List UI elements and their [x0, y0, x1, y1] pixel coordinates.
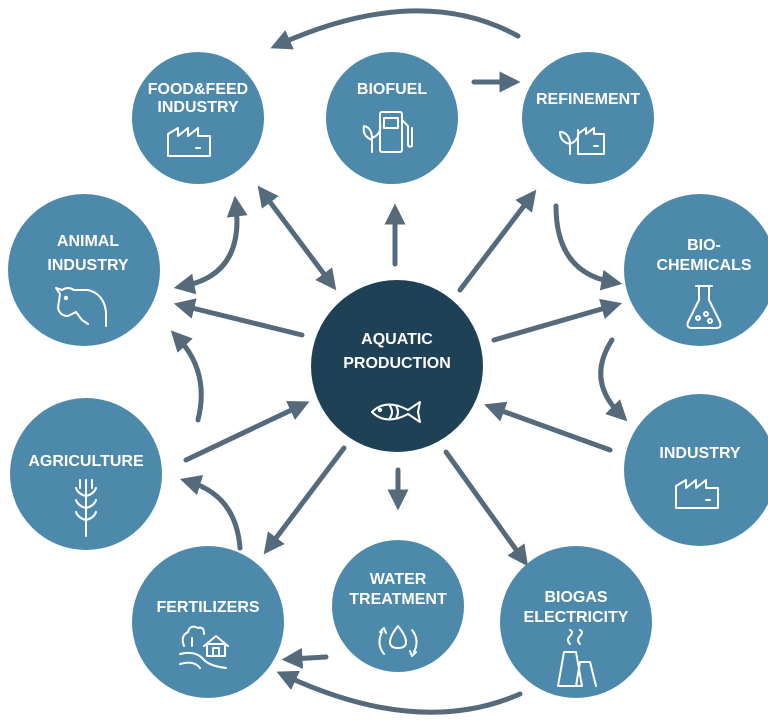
node-circle	[624, 394, 768, 546]
node-circle	[500, 546, 652, 698]
node-circle	[624, 194, 768, 346]
plant-factory-icon	[559, 127, 605, 155]
arrow-water-to-fertilizers	[281, 647, 329, 669]
node-label-line: REFINEMENT	[536, 91, 640, 108]
node-food-feed-industry: FOOD&FEED INDUSTRY	[132, 52, 264, 184]
node-circle	[132, 52, 264, 184]
center-label-line: PRODUCTION	[343, 355, 451, 372]
node-label-line: FOOD&FEED	[148, 81, 248, 98]
arrow-center-to-biogas	[443, 449, 529, 567]
node-circle	[522, 52, 654, 184]
center-circle	[311, 280, 483, 452]
node-bio-chemicals: BIO- CHEMICALS	[624, 194, 768, 346]
node-label-line: INDUSTRY	[157, 99, 239, 116]
arrow-center-food-feed-bidirectional	[257, 185, 337, 291]
water-cycle-icon	[378, 625, 418, 657]
factory-icon	[675, 479, 719, 509]
node-label-line: INDUSTRY	[659, 445, 741, 462]
node-fertilizers: FERTILIZERS	[132, 546, 284, 698]
node-label-line: INDUSTRY	[47, 257, 129, 274]
fish-icon	[371, 401, 421, 423]
arrow-biochemicals-to-industry	[598, 337, 628, 422]
node-aquatic-production: AQUATIC PRODUCTION	[311, 280, 483, 452]
node-label-line: CHEMICALS	[656, 257, 751, 274]
flask-icon	[686, 285, 722, 329]
arrow-center-to-animal	[173, 298, 305, 338]
arrow-refinement-to-food-feed	[270, 8, 521, 50]
node-water-treatment: WATER TREATMENT	[332, 540, 464, 672]
node-refinement: REFINEMENT	[522, 52, 654, 184]
arrow-center-to-biochemicals	[491, 298, 623, 343]
node-circle	[132, 546, 284, 698]
cow-icon	[55, 287, 107, 327]
node-circle	[8, 194, 160, 346]
factory-icon	[167, 127, 211, 157]
node-label-line: BIO-	[687, 237, 721, 254]
node-label-line: BIOFUEL	[357, 81, 427, 98]
node-label-line: BIOGAS	[544, 589, 607, 606]
arrow-industry-to-center	[484, 401, 613, 453]
node-label-line: ANIMAL	[57, 233, 119, 250]
node-biogas-electricity: BIOGAS ELECTRICITY	[500, 546, 652, 698]
fuel-pump-icon	[362, 111, 413, 153]
arrow-food-feed-to-animal	[173, 195, 248, 295]
arrow-center-to-fertilizers	[263, 445, 347, 555]
arrow-refinement-to-biochemicals	[553, 203, 623, 291]
arrows	[170, 8, 628, 715]
arrow-fertilizers-to-agriculture	[179, 475, 243, 551]
node-label-line: TREATMENT	[349, 591, 447, 608]
node-biofuel: BIOFUEL	[326, 52, 458, 184]
node-label-line: AGRICULTURE	[28, 453, 144, 470]
node-circle	[332, 540, 464, 672]
arrow-agriculture-to-center	[183, 401, 310, 463]
node-label-line: FERTILIZERS	[156, 599, 259, 616]
wheat-icon	[75, 479, 97, 537]
arrow-agriculture-to-animal	[170, 330, 204, 423]
node-animal-industry: ANIMAL INDUSTRY	[8, 194, 160, 346]
arrow-biogas-to-fertilizers	[276, 670, 523, 715]
node-agriculture: AGRICULTURE	[10, 398, 162, 550]
node-label-line: ELECTRICITY	[524, 609, 629, 626]
arrow-center-to-refinement	[457, 189, 537, 293]
node-industry: INDUSTRY	[624, 394, 768, 546]
node-circle	[10, 398, 162, 550]
power-plant-icon	[557, 629, 597, 687]
center-label-line: AQUATIC	[361, 331, 433, 348]
farm-house-icon	[179, 625, 229, 669]
node-label-line: WATER	[370, 571, 427, 588]
